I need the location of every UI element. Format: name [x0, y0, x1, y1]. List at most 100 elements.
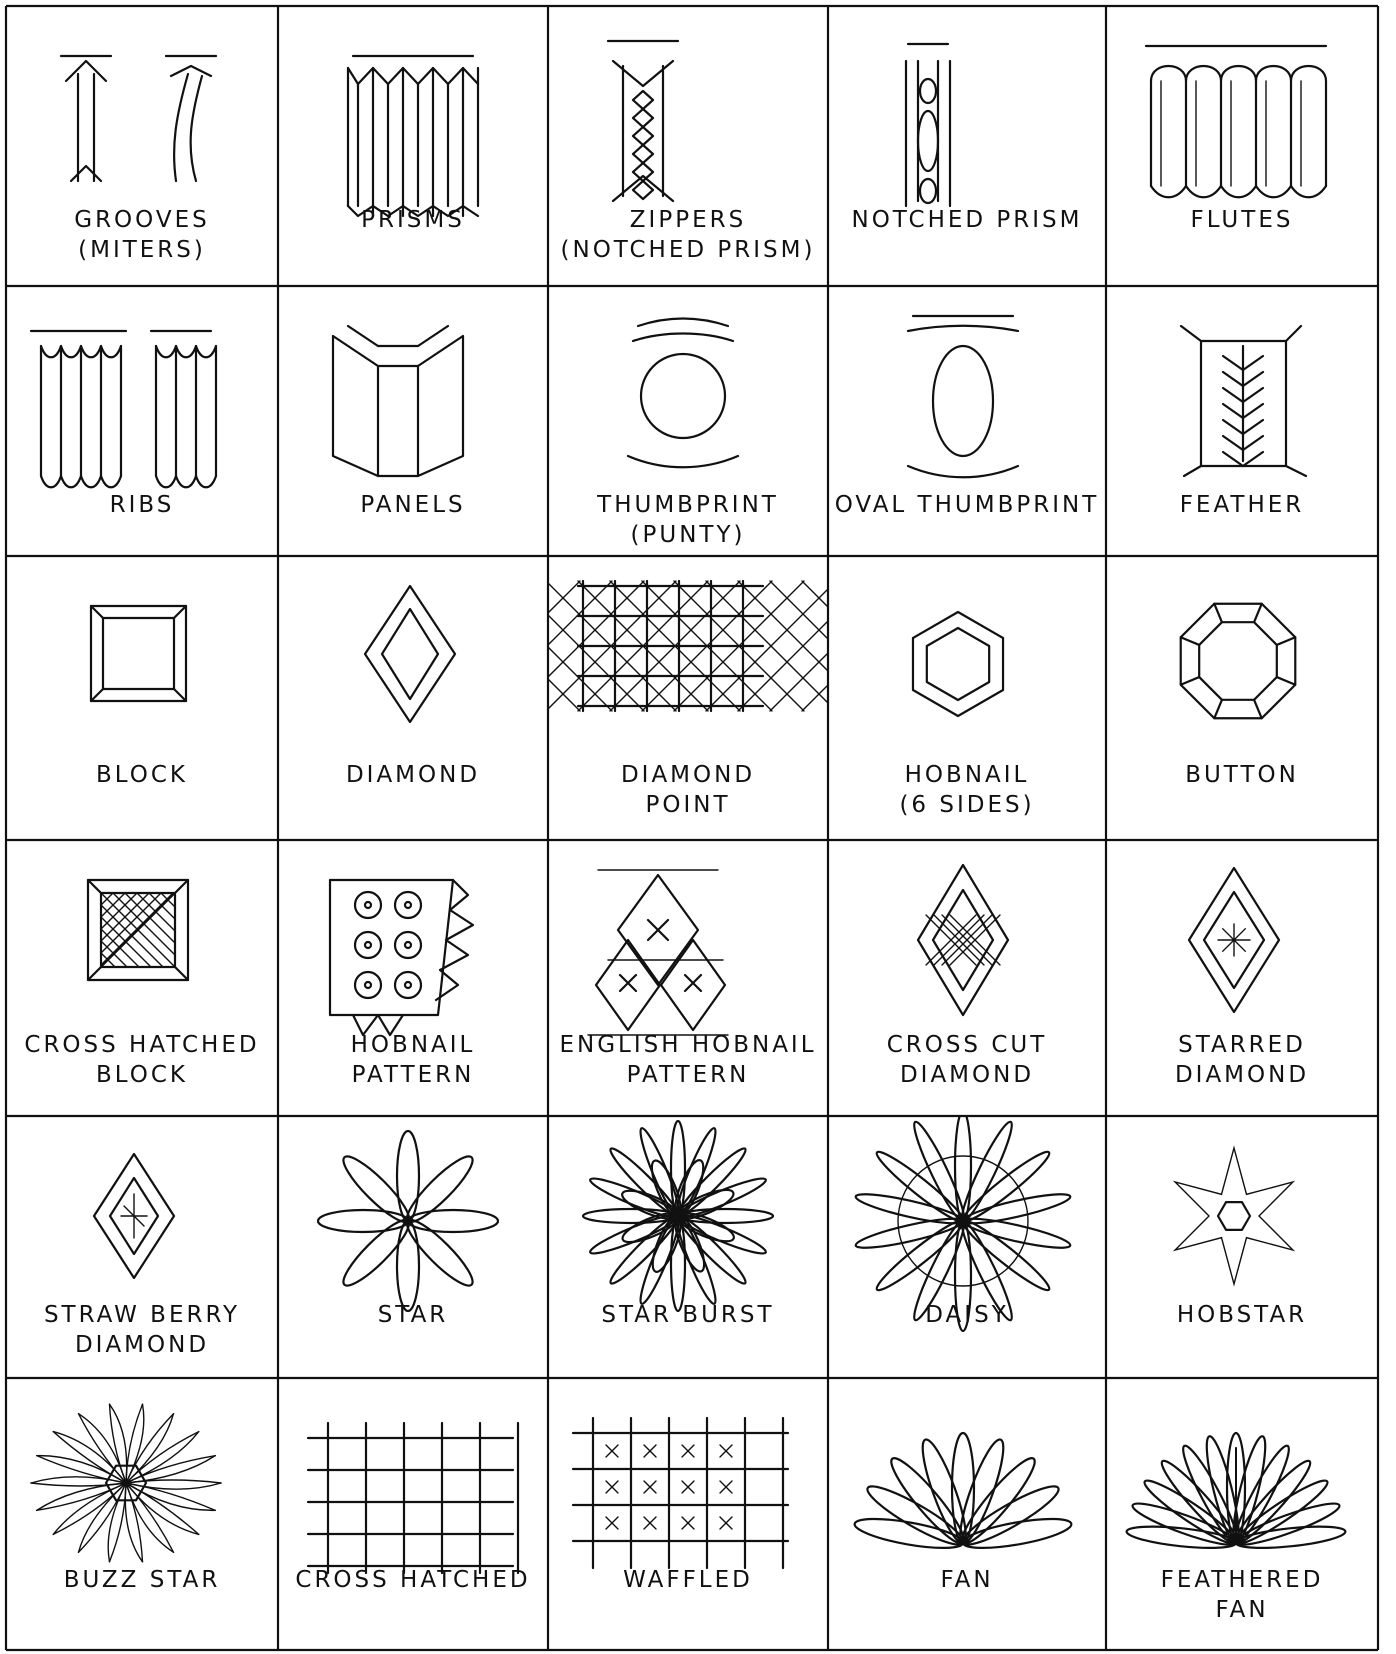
cut-label: FLUTES: [1106, 205, 1378, 235]
cut-label: OVAL THUMBPRINT: [828, 490, 1106, 520]
cut-label-line: FAN: [1106, 1595, 1378, 1625]
cut-label: FEATHER: [1106, 490, 1378, 520]
cut-label: BLOCK: [6, 760, 278, 790]
cut-label-line: (PUNTY): [548, 520, 828, 550]
cut-label-line: CROSS HATCHED: [278, 1565, 548, 1595]
cut-cell-cross-hatched: CROSS HATCHED: [278, 1378, 548, 1650]
cut-label-line: (6 SIDES): [828, 790, 1106, 820]
cut-cell-zippers: ZIPPERS(NOTCHED PRISM): [548, 6, 828, 286]
cut-label: PANELS: [278, 490, 548, 520]
cut-label-line: BLOCK: [6, 760, 278, 790]
cut-label-line: NOTCHED PRISM: [828, 205, 1106, 235]
cut-label-line: DIAMOND: [828, 1060, 1106, 1090]
cut-label-line: CROSS CUT: [828, 1030, 1106, 1060]
cut-label-line: PATTERN: [548, 1060, 828, 1090]
cut-cell-oval-thumbprint: OVAL THUMBPRINT: [828, 286, 1106, 556]
cut-label-line: (NOTCHED PRISM): [548, 235, 828, 265]
cut-label: DAISY: [828, 1300, 1106, 1330]
cut-label: RIBS: [6, 490, 278, 520]
cut-label: WAFFLED: [548, 1565, 828, 1595]
starburst-icon: [548, 1116, 828, 1378]
cut-label-line: STRAW BERRY: [6, 1300, 278, 1330]
cut-label-line: RIBS: [6, 490, 278, 520]
cut-label: NOTCHED PRISM: [828, 205, 1106, 235]
cut-label-line: ZIPPERS: [548, 205, 828, 235]
prisms-icon: [278, 6, 548, 286]
cut-label-line: STAR BURST: [548, 1300, 828, 1330]
cut-cell-prisms: PRISMS: [278, 6, 548, 286]
cut-label: HOBNAIL(6 SIDES): [828, 760, 1106, 820]
cut-cell-buzz-star: BUZZ STAR: [6, 1378, 278, 1650]
cut-label-line: DIAMOND: [278, 760, 548, 790]
cut-label-line: OVAL THUMBPRINT: [828, 490, 1106, 520]
cut-label-line: HOBSTAR: [1106, 1300, 1378, 1330]
cut-label-line: ENGLISH HOBNAIL: [548, 1030, 828, 1060]
cut-cell-notched-prism: NOTCHED PRISM: [828, 6, 1106, 286]
cut-label-line: WAFFLED: [548, 1565, 828, 1595]
cut-cell-button: BUTTON: [1106, 556, 1378, 840]
waffled-icon: [548, 1378, 828, 1650]
cut-label-line: BUTTON: [1106, 760, 1378, 790]
button-icon: [1106, 556, 1378, 840]
cut-label-line: POINT: [548, 790, 828, 820]
cut-label-line: FLUTES: [1106, 205, 1378, 235]
cut-cell-flutes: FLUTES: [1106, 6, 1378, 286]
cut-label: STAR: [278, 1300, 548, 1330]
cross-hatched-icon: [278, 1378, 548, 1650]
notched-prism-icon: [828, 6, 1106, 286]
cut-label-line: BLOCK: [6, 1060, 278, 1090]
cut-label-line: PANELS: [278, 490, 548, 520]
cut-label-line: FEATHER: [1106, 490, 1378, 520]
cut-label-line: FAN: [828, 1565, 1106, 1595]
cut-cell-panels: PANELS: [278, 286, 548, 556]
cut-label: BUZZ STAR: [6, 1565, 278, 1595]
cut-label: FAN: [828, 1565, 1106, 1595]
cut-label-line: CROSS HATCHED: [6, 1030, 278, 1060]
cut-label-line: THUMBPRINT: [548, 490, 828, 520]
diamond-icon: [278, 556, 548, 840]
cut-label: BUTTON: [1106, 760, 1378, 790]
cut-label: ZIPPERS(NOTCHED PRISM): [548, 205, 828, 265]
cut-label: CROSS HATCHED: [278, 1565, 548, 1595]
star-icon: [278, 1116, 548, 1378]
cut-label: PRISMS: [278, 205, 548, 235]
cut-label-line: STAR: [278, 1300, 548, 1330]
cut-label-line: (MITERS): [6, 235, 278, 265]
cut-label-line: FEATHERED: [1106, 1565, 1378, 1595]
hobstar-icon: [1106, 1116, 1378, 1378]
cut-cell-grooves: GROOVES(MITERS): [6, 6, 278, 286]
cut-label-line: HOBNAIL: [828, 760, 1106, 790]
cut-cell-starred-diamond: STARREDDIAMOND: [1106, 840, 1378, 1116]
cut-cell-strawberry-diamond: STRAW BERRYDIAMOND: [6, 1116, 278, 1378]
cut-cell-fan: FAN: [828, 1378, 1106, 1650]
cut-label-line: BUZZ STAR: [6, 1565, 278, 1595]
cut-label: STRAW BERRYDIAMOND: [6, 1300, 278, 1360]
cut-cell-feather: FEATHER: [1106, 286, 1378, 556]
block-icon: [6, 556, 278, 840]
cut-cell-starburst: STAR BURST: [548, 1116, 828, 1378]
cut-label-line: HOBNAIL: [278, 1030, 548, 1060]
cut-cell-waffled: WAFFLED: [548, 1378, 828, 1650]
cut-label: GROOVES(MITERS): [6, 205, 278, 265]
cut-cell-thumbprint: THUMBPRINT(PUNTY): [548, 286, 828, 556]
cut-label-line: PRISMS: [278, 205, 548, 235]
cut-cell-diamond: DIAMOND: [278, 556, 548, 840]
cut-label-line: PATTERN: [278, 1060, 548, 1090]
cut-label-line: DIAMOND: [548, 760, 828, 790]
cut-cell-daisy: DAISY: [828, 1116, 1106, 1378]
cut-cell-star: STAR: [278, 1116, 548, 1378]
cut-label-line: STARRED: [1106, 1030, 1378, 1060]
daisy-icon: [828, 1116, 1106, 1378]
cut-label: STAR BURST: [548, 1300, 828, 1330]
